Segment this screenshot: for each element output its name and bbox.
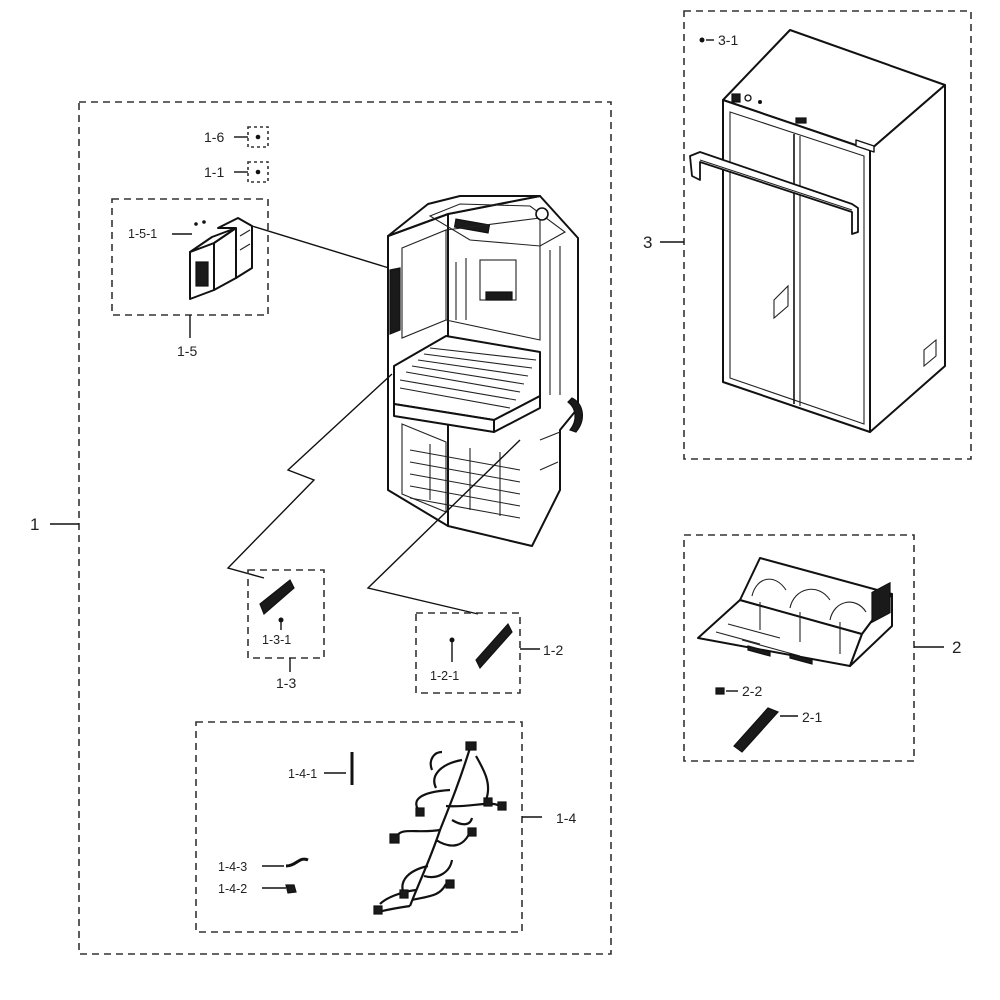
part-2-2-screw [715, 687, 725, 695]
part-1-1[interactable]: 1-1 [204, 161, 269, 183]
label-1-4-1[interactable]: 1-4-1 [288, 767, 317, 781]
label-1-2[interactable]: 1-2 [543, 642, 563, 658]
subassembly-1-4[interactable]: 1-4 1-4-1 1-4-3 1-4-2 [195, 721, 576, 933]
subassembly-1-2[interactable]: 1-2 1-2-1 [366, 439, 563, 694]
group-1-boundary [78, 101, 612, 955]
base-part [697, 557, 893, 667]
group-3: 3 3-1 [643, 10, 972, 460]
subassembly-1-3[interactable]: 1-3 1-3-1 [226, 373, 393, 691]
label-1-6[interactable]: 1-6 [204, 129, 224, 145]
part-1-6[interactable]: 1-6 [204, 126, 269, 148]
label-3[interactable]: 3 [643, 233, 652, 252]
cabinet-assembly [387, 195, 583, 547]
label-1-4-2[interactable]: 1-4-2 [218, 882, 247, 896]
label-1[interactable]: 1 [30, 515, 39, 534]
label-1-4-3[interactable]: 1-4-3 [218, 860, 247, 874]
group-2: 2 2-2 2-1 [683, 534, 961, 762]
subassembly-1-5[interactable]: 1-5 1-5-1 [111, 198, 403, 359]
label-1-2-1[interactable]: 1-2-1 [430, 669, 459, 683]
label-1-5-1[interactable]: 1-5-1 [128, 227, 157, 241]
label-1-1[interactable]: 1-1 [204, 164, 224, 180]
part-2-1-rail [733, 707, 780, 753]
group-1: 1 1-6 1-1 1-5 1-5-1 [30, 101, 612, 955]
label-3-1[interactable]: 3-1 [718, 32, 738, 48]
label-1-4[interactable]: 1-4 [556, 810, 576, 826]
label-2[interactable]: 2 [952, 638, 961, 657]
outer-case-part [689, 29, 946, 433]
group-3-boundary [683, 10, 972, 460]
label-1-3[interactable]: 1-3 [276, 675, 296, 691]
label-1-3-1[interactable]: 1-3-1 [262, 633, 291, 647]
label-2-1[interactable]: 2-1 [802, 709, 822, 725]
wire-harness [377, 747, 501, 914]
bracket-part [189, 217, 253, 300]
group-2-boundary [683, 534, 915, 762]
label-2-2[interactable]: 2-2 [742, 683, 762, 699]
label-1-5[interactable]: 1-5 [177, 343, 197, 359]
